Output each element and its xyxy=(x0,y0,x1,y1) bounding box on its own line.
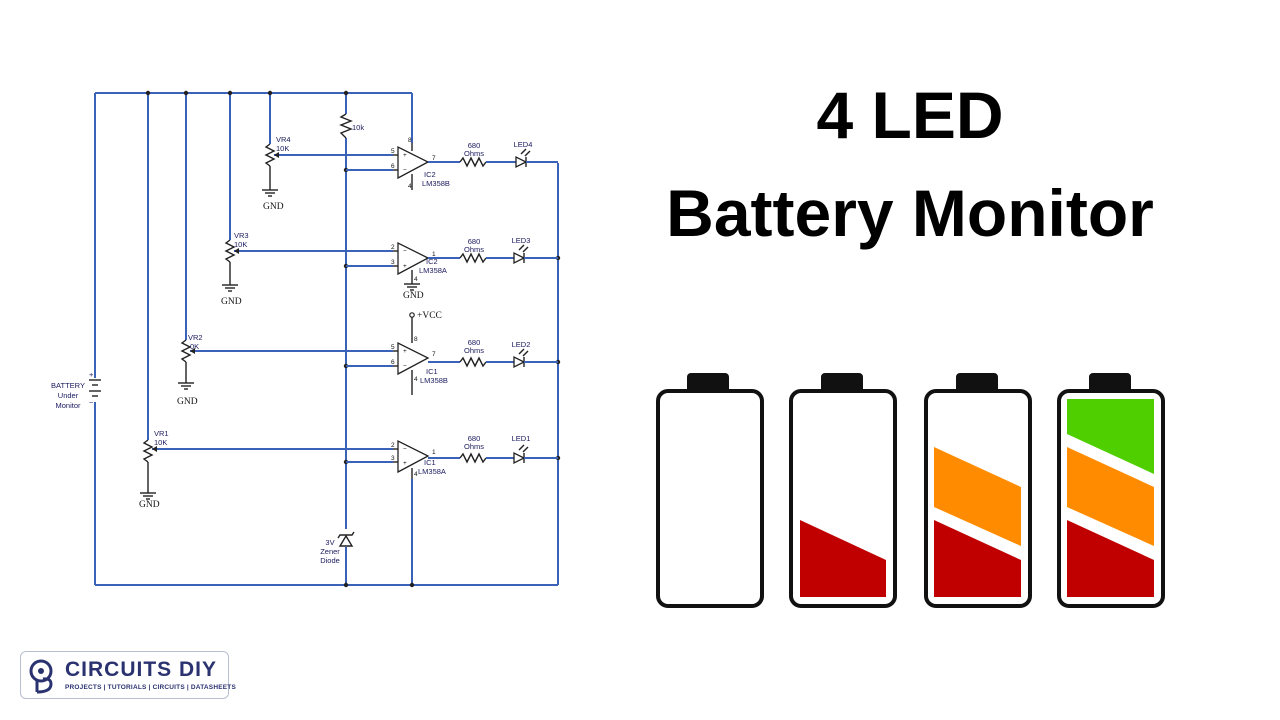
battery-monitor-schematic: + − BATTERY Under Monitor 10k 3V Zener D… xyxy=(51,90,561,588)
ic2b-name: IC2 xyxy=(424,170,436,179)
vr1-name: VR1 xyxy=(154,429,169,438)
ic2a-part: LM358A xyxy=(419,266,447,275)
r3-unit: Ohms xyxy=(464,245,484,254)
svg-text:−: − xyxy=(403,167,407,174)
battery-empty-icon xyxy=(656,373,764,608)
battery-label-1: BATTERY xyxy=(51,381,85,390)
battery-full-green-level xyxy=(1067,399,1154,474)
led3-label: LED3 xyxy=(512,236,531,245)
zener-diode: 3V Zener Diode xyxy=(320,531,355,565)
page-title-line1: 4 LED xyxy=(816,78,1004,152)
ic2b-pin6: 6 xyxy=(391,163,395,170)
zener-label-1: 3V xyxy=(325,538,334,547)
ic2b-pin5: 5 xyxy=(391,148,395,155)
ic2a-pin4: 4 xyxy=(414,276,418,283)
r3-value: 680 xyxy=(468,237,481,246)
vr2-name: VR2 xyxy=(188,333,203,342)
svg-text:−: − xyxy=(403,363,407,370)
zener-label-3: Diode xyxy=(320,556,340,565)
vr4-value: 10K xyxy=(276,144,289,153)
vr2-value: 0K xyxy=(190,342,199,351)
gnd-label-vr3: GND xyxy=(221,297,242,307)
ic2a-pin3: 3 xyxy=(391,259,395,266)
svg-text:−: − xyxy=(403,248,407,255)
led4-label: LED4 xyxy=(514,140,533,149)
battery-medium-icon xyxy=(924,373,1032,608)
battery-low-red-level xyxy=(800,520,886,597)
ic1a-pin1: 1 xyxy=(432,449,436,456)
page-title-line2: Battery Monitor xyxy=(666,176,1154,250)
r1-unit: Ohms xyxy=(464,442,484,451)
ic2b-pin4: 4 xyxy=(408,183,412,190)
circuits-diy-logo[interactable]: CIRCUITS DIY PROJECTS | TUTORIALS | CIRC… xyxy=(20,651,236,699)
svg-text:+: + xyxy=(403,348,407,355)
battery-symbol: + − BATTERY Under Monitor xyxy=(51,370,101,410)
outer-wires xyxy=(94,92,559,586)
battery-full-icon xyxy=(1057,373,1165,608)
ic1a-part: LM358A xyxy=(418,467,446,476)
ic1b-pin7: 7 xyxy=(432,351,436,358)
ic1b-part: LM358B xyxy=(420,376,448,385)
stage-led4: GND VR4 10K +− 5 6 7 8 4 IC2 LM358B 680 … xyxy=(262,135,558,212)
ic1a-name: IC1 xyxy=(424,458,436,467)
ic2b-pin7: 7 xyxy=(432,155,436,162)
ic1a-pin4: 4 xyxy=(414,471,418,478)
battery-plus: + xyxy=(89,370,94,379)
battery-minus: − xyxy=(89,398,94,407)
vr1-value: 10K xyxy=(154,438,167,447)
gnd-label-ic2a: GND xyxy=(403,291,424,301)
r4-value: 680 xyxy=(468,141,481,150)
vcc-label: +VCC xyxy=(417,311,442,321)
led1-label: LED1 xyxy=(512,434,531,443)
ic2b-part: LM358B xyxy=(422,179,450,188)
ic2b-pin8: 8 xyxy=(408,137,412,144)
ic1b-name: IC1 xyxy=(426,367,438,376)
svg-text:−: − xyxy=(403,446,407,453)
battery-full-red-level xyxy=(1067,520,1154,597)
gnd-label-vr4: GND xyxy=(263,202,284,212)
top-resistor-label: 10k xyxy=(352,123,364,132)
battery-full-orange-level xyxy=(1067,447,1154,546)
led2-label: LED2 xyxy=(512,340,531,349)
r2-value: 680 xyxy=(468,338,481,347)
top-resistor: 10k xyxy=(339,113,364,139)
ic2a-pin1: 1 xyxy=(432,251,436,258)
cd-logo-icon xyxy=(29,659,53,694)
battery-low-icon xyxy=(789,373,897,608)
vcc-terminal: +VCC xyxy=(409,311,442,343)
svg-text:+: + xyxy=(403,460,407,467)
zener-label-2: Zener xyxy=(320,547,340,556)
stage-led3: GND VR3 10K − + GND 2 3 1 4 IC2 LM358A 68… xyxy=(221,231,558,307)
gnd-label-vr1: GND xyxy=(139,500,160,510)
r4-unit: Ohms xyxy=(464,149,484,158)
logo-name: CIRCUITS DIY xyxy=(65,658,218,681)
ic2a-pin2: 2 xyxy=(391,244,395,251)
gnd-label-vr2: GND xyxy=(177,397,198,407)
r1-value: 680 xyxy=(468,434,481,443)
ic1a-pin3: 3 xyxy=(391,455,395,462)
vr3-name: VR3 xyxy=(234,231,249,240)
svg-text:+: + xyxy=(403,263,407,270)
battery-medium-orange-level xyxy=(934,447,1021,546)
logo-tagline: PROJECTS | TUTORIALS | CIRCUITS | DATASH… xyxy=(65,684,236,691)
ic2a-name: IC2 xyxy=(426,257,438,266)
battery-label-3: Monitor xyxy=(55,401,81,410)
ic1b-pin5: 5 xyxy=(391,344,395,351)
ic1b-pin4: 4 xyxy=(414,376,418,383)
battery-label-2: Under xyxy=(58,391,79,400)
ic1b-pin6: 6 xyxy=(391,359,395,366)
battery-level-icons xyxy=(656,373,1165,608)
ic1b-pin8: 8 xyxy=(414,336,418,343)
stage-led1: GND VR1 10K − + 2 3 1 4 IC1 LM358A 680 Oh… xyxy=(139,429,558,510)
vr4-name: VR4 xyxy=(276,135,291,144)
vr3-value: 10K xyxy=(234,240,247,249)
stage-led2: GND VR2 0K + − 5 6 7 8 4 IC1 LM358B 680 O… xyxy=(177,333,558,407)
battery-medium-red-level xyxy=(934,520,1021,597)
r2-unit: Ohms xyxy=(464,346,484,355)
junction-dots xyxy=(145,90,561,588)
svg-text:+: + xyxy=(403,152,407,159)
ic1a-pin2: 2 xyxy=(391,442,395,449)
